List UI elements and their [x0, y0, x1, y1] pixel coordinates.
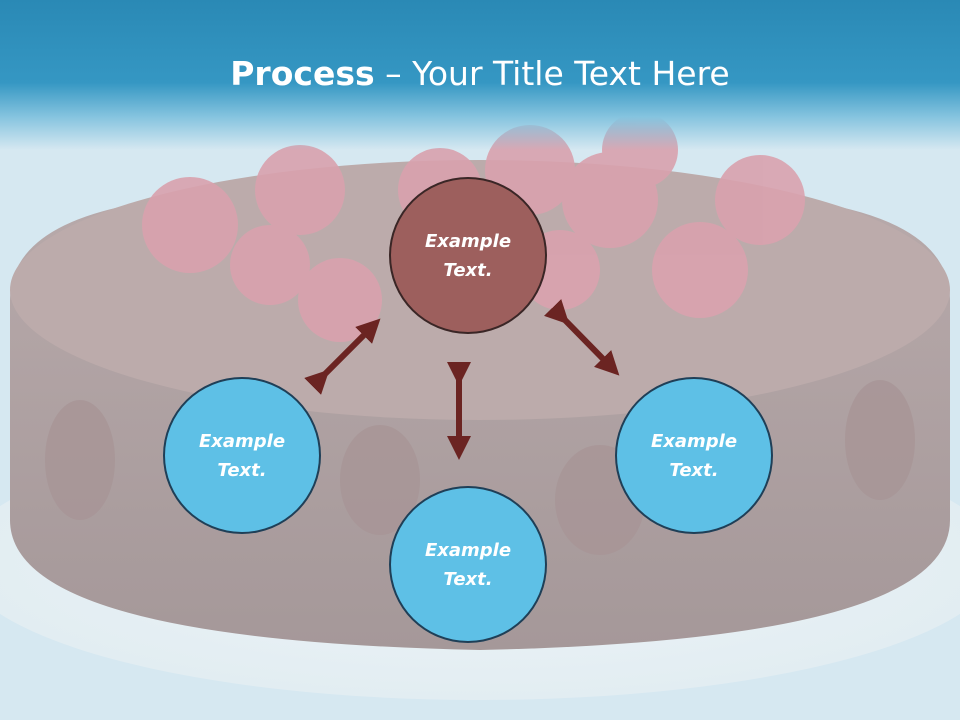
- left-process-node: Example Text.: [163, 377, 321, 534]
- title-banner: [0, 0, 960, 150]
- title-bold-word: Process: [230, 54, 375, 93]
- slide-title: Process – Your Title Text Here: [0, 52, 960, 96]
- center-node-text: Example Text.: [424, 230, 512, 281]
- right-process-node: Example Text.: [615, 377, 773, 534]
- center-process-node: Example Text.: [389, 177, 547, 334]
- bottom-node-text: Example Text.: [424, 539, 512, 590]
- right-node-text: Example Text.: [650, 430, 738, 481]
- title-rest: – Your Title Text Here: [374, 54, 730, 93]
- left-node-text: Example Text.: [198, 430, 286, 481]
- arrow-center-right: [544, 299, 620, 376]
- bottom-process-node: Example Text.: [389, 486, 547, 643]
- arrow-center-left: [304, 318, 381, 395]
